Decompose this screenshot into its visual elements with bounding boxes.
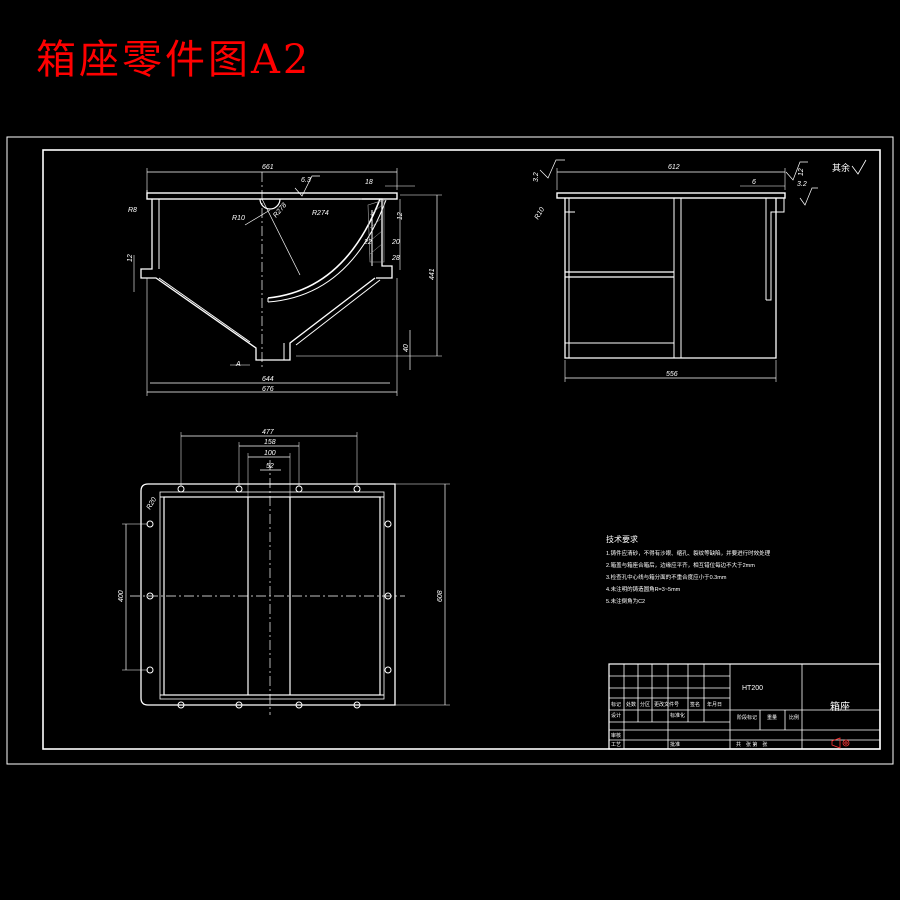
tech-req-item: 2.箱盖与箱座合箱后，边缘应平齐，相互错位每边不大于2mm [606, 561, 755, 569]
tb-row-label: 处数 [626, 701, 636, 708]
side-dim-6: 6 [752, 179, 756, 186]
dim-676: 676 [262, 386, 274, 393]
plan-view [122, 432, 450, 715]
bolt-holes [146, 485, 392, 709]
tb-row-label: 签名 [690, 701, 700, 708]
side-dim-roughness-left: 3.2 [533, 172, 540, 182]
plan-dim-52: 52 [266, 463, 274, 470]
side-top-flange [556, 192, 786, 199]
bearing-arc [259, 198, 281, 210]
tb-design: 设计 [611, 712, 621, 719]
tb-process: 工艺 [611, 742, 621, 748]
tech-req-item: 4.未注明的铸造圆角R=3~5mm [606, 585, 681, 593]
side-dim-roughness-b: 3.2 [797, 181, 807, 188]
tb-approve: 批准 [670, 741, 680, 748]
part-name: 箱座 [830, 700, 850, 713]
dim-22: 22 [363, 239, 372, 246]
dim-a: A [235, 361, 241, 368]
front-view [133, 168, 442, 396]
title-block [608, 663, 881, 750]
tech-requirements: 技术要求 1.铸件应清砂，不得有沙眼、缩孔、裂纹等缺陷，并要进行时效处理 2.箱… [606, 534, 771, 605]
plan-outline [140, 483, 396, 706]
tb-stage-mark: 阶段标记 [737, 714, 757, 721]
title-block-text: HT200 箱座 标记 处数 分区 更改文件号 签名 年月日 设计 标准化 阶段… [611, 685, 850, 749]
tb-scale: 比例 [789, 714, 799, 721]
top-flange [146, 192, 398, 200]
dim-644: 644 [262, 376, 274, 383]
plan-dim-100: 100 [264, 450, 276, 457]
sheet-title: 箱座零件图A2 [36, 37, 312, 83]
left-wall [140, 199, 376, 361]
material-label: HT200 [742, 685, 763, 692]
front-view-dims: 661 6.3 18 R8 R10 R278 R274 12 20 22 28 … [127, 164, 436, 393]
side-dim-612: 612 [668, 164, 680, 171]
tb-row-label: 标记 [611, 701, 621, 708]
dim-40: 40 [403, 344, 410, 352]
dim-20: 20 [391, 239, 400, 246]
dim-r10: R10 [232, 215, 245, 222]
surface-note: 其余 [832, 162, 850, 173]
tb-review: 审核 [611, 732, 621, 739]
dim-12-right: 12 [397, 212, 404, 220]
tech-req-item: 1.铸件应清砂，不得有沙眼、缩孔、裂纹等缺陷，并要进行时效处理 [606, 549, 771, 557]
tech-req-item: 5.未注倒角为C2 [606, 597, 645, 605]
dim-r8: R8 [128, 207, 137, 214]
dim-12-left: 12 [127, 254, 134, 262]
tech-req-item: 3.检查孔中心线与箱分面的不重合度应小于0.3mm [606, 573, 727, 581]
right-wall [362, 198, 393, 279]
plan-dim-477: 477 [262, 429, 275, 436]
dim-roughness-6-3: 6.3 [301, 177, 311, 184]
dim-r274: R274 [312, 210, 329, 217]
tb-row-label: 分区 [640, 701, 650, 708]
tb-weight: 重量 [767, 714, 777, 721]
inner-frame [42, 149, 881, 750]
side-dim-roughness-a: 12 [798, 168, 805, 176]
side-dim-r10: R10 [534, 206, 547, 221]
plan-dim-608: 608 [437, 590, 444, 602]
side-dim-556: 556 [666, 371, 678, 378]
tb-sheet-info: 共 张 第 张 [736, 741, 767, 748]
dim-441: 441 [429, 268, 436, 280]
plan-dim-400: 400 [118, 590, 125, 602]
projection-symbol-icon [831, 737, 850, 749]
tb-row-label: 年月日 [707, 701, 722, 708]
tech-req-title: 技术要求 [606, 534, 638, 544]
inner-arc-r274 [267, 198, 381, 299]
tb-row-label: 更改文件号 [654, 701, 679, 708]
tb-standardize: 标准化 [670, 712, 685, 719]
dim-28: 28 [391, 255, 400, 262]
outer-frame [6, 136, 894, 765]
plan-dim-158: 158 [264, 439, 276, 446]
side-view-dims: 612 3.2 12 3.2 6 R10 556 其余 [533, 162, 850, 378]
plan-dim-r20: R20 [146, 496, 159, 511]
dim-r278: R278 [272, 202, 288, 219]
side-view [539, 159, 867, 382]
dim-661: 661 [262, 164, 274, 171]
dim-18: 18 [365, 179, 373, 186]
